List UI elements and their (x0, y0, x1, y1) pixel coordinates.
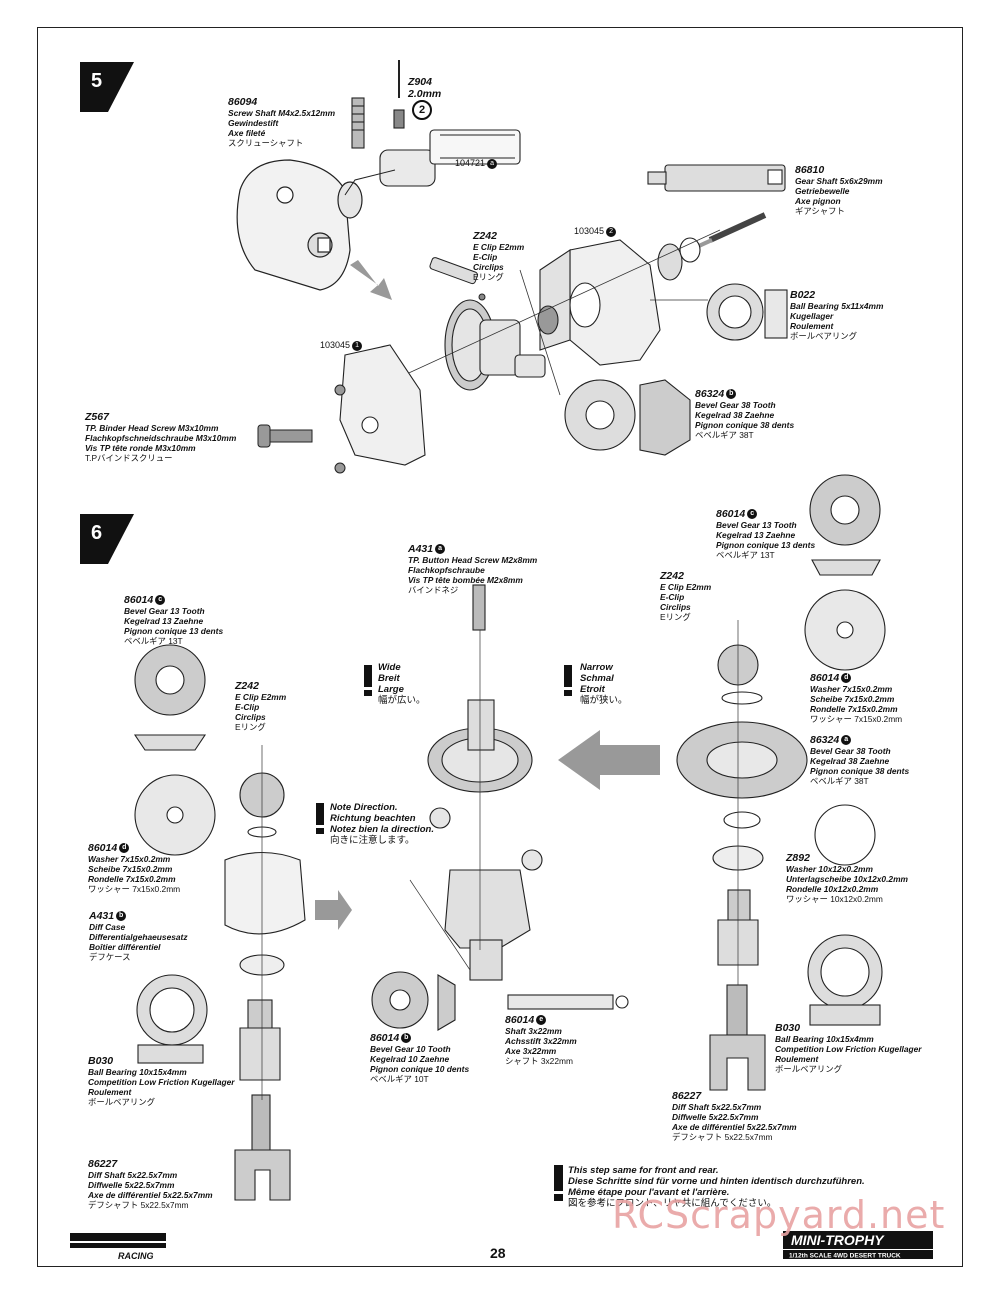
label-z242-step5: Z242 E Clip E2mm E-Clip Circlips Eリング (473, 230, 525, 282)
step5-gearbox-housing (539, 237, 701, 366)
step5-flag (80, 62, 134, 112)
svg-text:1/12th SCALE 4WD DESERT TRUCK: 1/12th SCALE 4WD DESERT TRUCK (789, 1253, 901, 1260)
hex-wrench-icon: 2 (412, 100, 432, 120)
step5-arrow (350, 260, 392, 300)
hpi-racing-logo: RACING (70, 1233, 166, 1261)
step5-screws (257, 384, 346, 474)
page-number: 28 (490, 1245, 506, 1261)
step5-number: 5 (91, 70, 103, 92)
step6-flag (80, 514, 134, 564)
step5-cup-joint (351, 60, 521, 187)
label-left-86227: 86227 Diff Shaft 5x22.5x7mm Diffwelle 5x… (88, 1158, 213, 1210)
step5-lead-line (344, 169, 396, 196)
step5-grease-tube (429, 257, 486, 301)
note-direction: Note Direction. Richtung beachten Notez … (330, 802, 434, 846)
step6-right-stack (676, 474, 886, 1091)
label-86810: 86810 Gear Shaft 5x6x29mm Getriebewelle … (795, 164, 883, 216)
label-86094: 86094 Screw Shaft M4x2.5x12mm Gewindesti… (228, 96, 336, 148)
step5-housing-cap (339, 344, 426, 466)
step5-gear-shaft (647, 164, 786, 252)
label-left-b030: B030 Ball Bearing 10x15x4mm Competition … (88, 1055, 235, 1107)
label-right-z242: Z242 E Clip E2mm E-Clip Circlips Eリング (660, 570, 712, 622)
note-wide: Wide Breit Large 幅が広い。 (378, 662, 426, 706)
step5-diff-housing-left (236, 159, 363, 291)
label-right-b030: B030 Ball Bearing 10x15x4mm Competition … (775, 1022, 922, 1074)
label-z904: Z904 2.0mm 2 (408, 76, 441, 120)
step6-arrow-left (315, 890, 352, 930)
step6-number: 6 (91, 522, 103, 544)
label-right-86227: 86227 Diff Shaft 5x22.5x7mm Diffwelle 5x… (672, 1090, 797, 1142)
watermark: RCScrapyard.net (612, 1193, 946, 1237)
note-same-step: This step same for front and rear. Diese… (568, 1165, 865, 1209)
note-narrow: Narrow Schmal Etroit 幅が狭い。 (580, 662, 628, 706)
svg-text:MINI-TROPHY: MINI-TROPHY (791, 1232, 885, 1248)
label-z567: Z567 TP. Binder Head Screw M3x10mm Flach… (85, 411, 237, 463)
page-frame (37, 27, 963, 1267)
step6-left-stack (133, 644, 306, 1201)
step6-center-assembly (371, 584, 629, 1031)
label-b022: B022 Ball Bearing 5x11x4mm Kugellager Ro… (790, 289, 884, 341)
caution-icons (316, 665, 572, 1201)
step5-bevel-gear-86324 (564, 379, 691, 456)
label-z892: Z892 Washer 10x12x0.2mm Unterlagscheibe … (786, 852, 908, 904)
step5-axis-line (349, 229, 721, 401)
svg-text:RACING: RACING (118, 1251, 154, 1261)
mini-trophy-logo: MINI-TROPHY 1/12th SCALE 4WD DESERT TRUC… (783, 1231, 933, 1260)
step5-bearing-b022 (706, 283, 788, 341)
label-left-z242: Z242 E Clip E2mm E-Clip Circlips Eリング (235, 680, 287, 732)
step6-arrow-right (558, 730, 660, 790)
